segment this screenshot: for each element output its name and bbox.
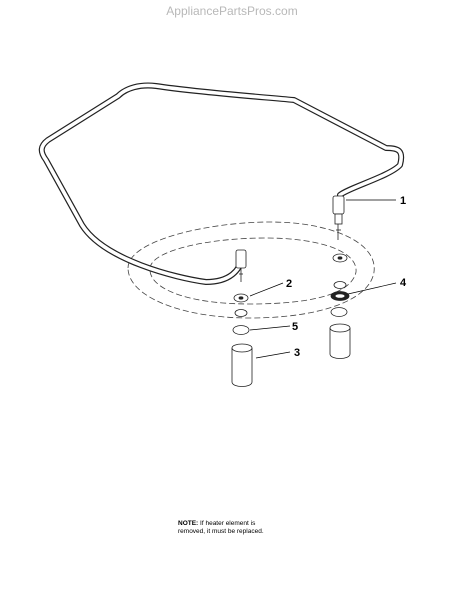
watermark: AppliancePartsPros.com bbox=[166, 4, 298, 18]
leader-lines bbox=[249, 199, 397, 359]
note-line-2: removed, it must be replaced. bbox=[178, 528, 264, 535]
left-hardware bbox=[231, 293, 253, 387]
right-hardware bbox=[329, 253, 351, 359]
callout-4: 4 bbox=[400, 277, 407, 289]
note-line-1: If heater element is bbox=[198, 520, 256, 527]
tub-floor bbox=[127, 221, 375, 319]
left-terminal bbox=[235, 249, 247, 282]
note-label: NOTE: bbox=[178, 520, 199, 527]
heater-element bbox=[38, 82, 405, 285]
callout-5: 5 bbox=[292, 321, 298, 333]
callout-3: 3 bbox=[294, 347, 300, 359]
note-text: NOTE: If heater element is removed, it m… bbox=[178, 520, 264, 536]
callout-1: 1 bbox=[400, 195, 406, 207]
right-terminal bbox=[332, 195, 345, 240]
callout-2: 2 bbox=[286, 278, 292, 290]
